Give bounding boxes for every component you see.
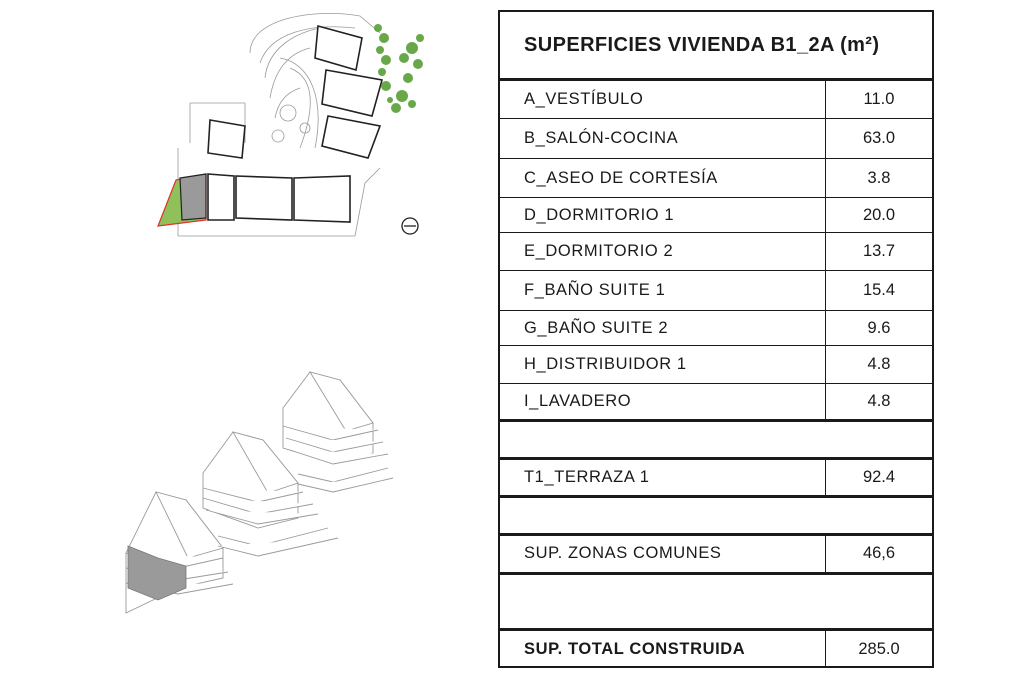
row-value: 4.8 <box>825 384 932 419</box>
row-value: 63.0 <box>825 119 932 158</box>
table-row: D_DORMITORIO 1 20.0 <box>500 198 932 232</box>
highlighted-unit-3d <box>127 545 187 601</box>
total-label: SUP. TOTAL CONSTRUIDA <box>524 639 746 658</box>
table-row: C_ASEO DE CORTESÍA 3.8 <box>500 159 932 197</box>
row-value: 9.6 <box>825 311 932 345</box>
table-row: E_DORMITORIO 2 13.7 <box>500 233 932 270</box>
axonometric-drawing <box>125 371 394 614</box>
surfaces-table: SUPERFICIES VIVIENDA B1_2A (m²) A_VESTÍB… <box>498 10 934 668</box>
common-areas-label: SUP. ZONAS COMUNES <box>524 544 722 562</box>
row-label: B_SALÓN-COCINA <box>524 129 679 147</box>
table-row: I_LAVADERO 4.8 <box>500 384 932 419</box>
table-row: H_DISTRIBUIDOR 1 4.8 <box>500 346 932 383</box>
table-title: SUPERFICIES VIVIENDA B1_2A (m²) <box>524 33 880 56</box>
north-arrow-icon <box>401 217 419 235</box>
row-value: 11.0 <box>825 80 932 118</box>
site-plan-drawing <box>157 13 424 237</box>
terrace-value: 92.4 <box>825 459 932 495</box>
common-areas-row: SUP. ZONAS COMUNES 46,6 <box>500 535 932 572</box>
row-label: I_LAVADERO <box>524 392 632 410</box>
row-label: E_DORMITORIO 2 <box>524 242 674 260</box>
total-value: 285.0 <box>825 630 932 668</box>
terrace-label: T1_TERRAZA 1 <box>524 467 650 486</box>
common-areas-value: 46,6 <box>825 535 932 572</box>
table-row: F_BAÑO SUITE 1 15.4 <box>500 271 932 310</box>
terrace-row: T1_TERRAZA 1 92.4 <box>500 459 932 495</box>
row-label: D_DORMITORIO 1 <box>524 205 675 224</box>
total-row: SUP. TOTAL CONSTRUIDA 285.0 <box>500 630 932 668</box>
row-value: 15.4 <box>825 271 932 310</box>
table-row: G_BAÑO SUITE 2 9.6 <box>500 311 932 345</box>
table-row: A_VESTÍBULO 11.0 <box>500 80 932 118</box>
row-value: 13.7 <box>825 233 932 270</box>
row-label: G_BAÑO SUITE 2 <box>524 318 669 337</box>
row-label: A_VESTÍBULO <box>524 89 644 108</box>
row-value: 20.0 <box>825 198 932 232</box>
table-row: B_SALÓN-COCINA 63.0 <box>500 119 932 158</box>
row-label: F_BAÑO SUITE 1 <box>524 281 666 299</box>
row-value: 3.8 <box>825 159 932 197</box>
row-label: H_DISTRIBUIDOR 1 <box>524 355 687 373</box>
row-value: 4.8 <box>825 346 932 383</box>
row-label: C_ASEO DE CORTESÍA <box>524 168 718 187</box>
